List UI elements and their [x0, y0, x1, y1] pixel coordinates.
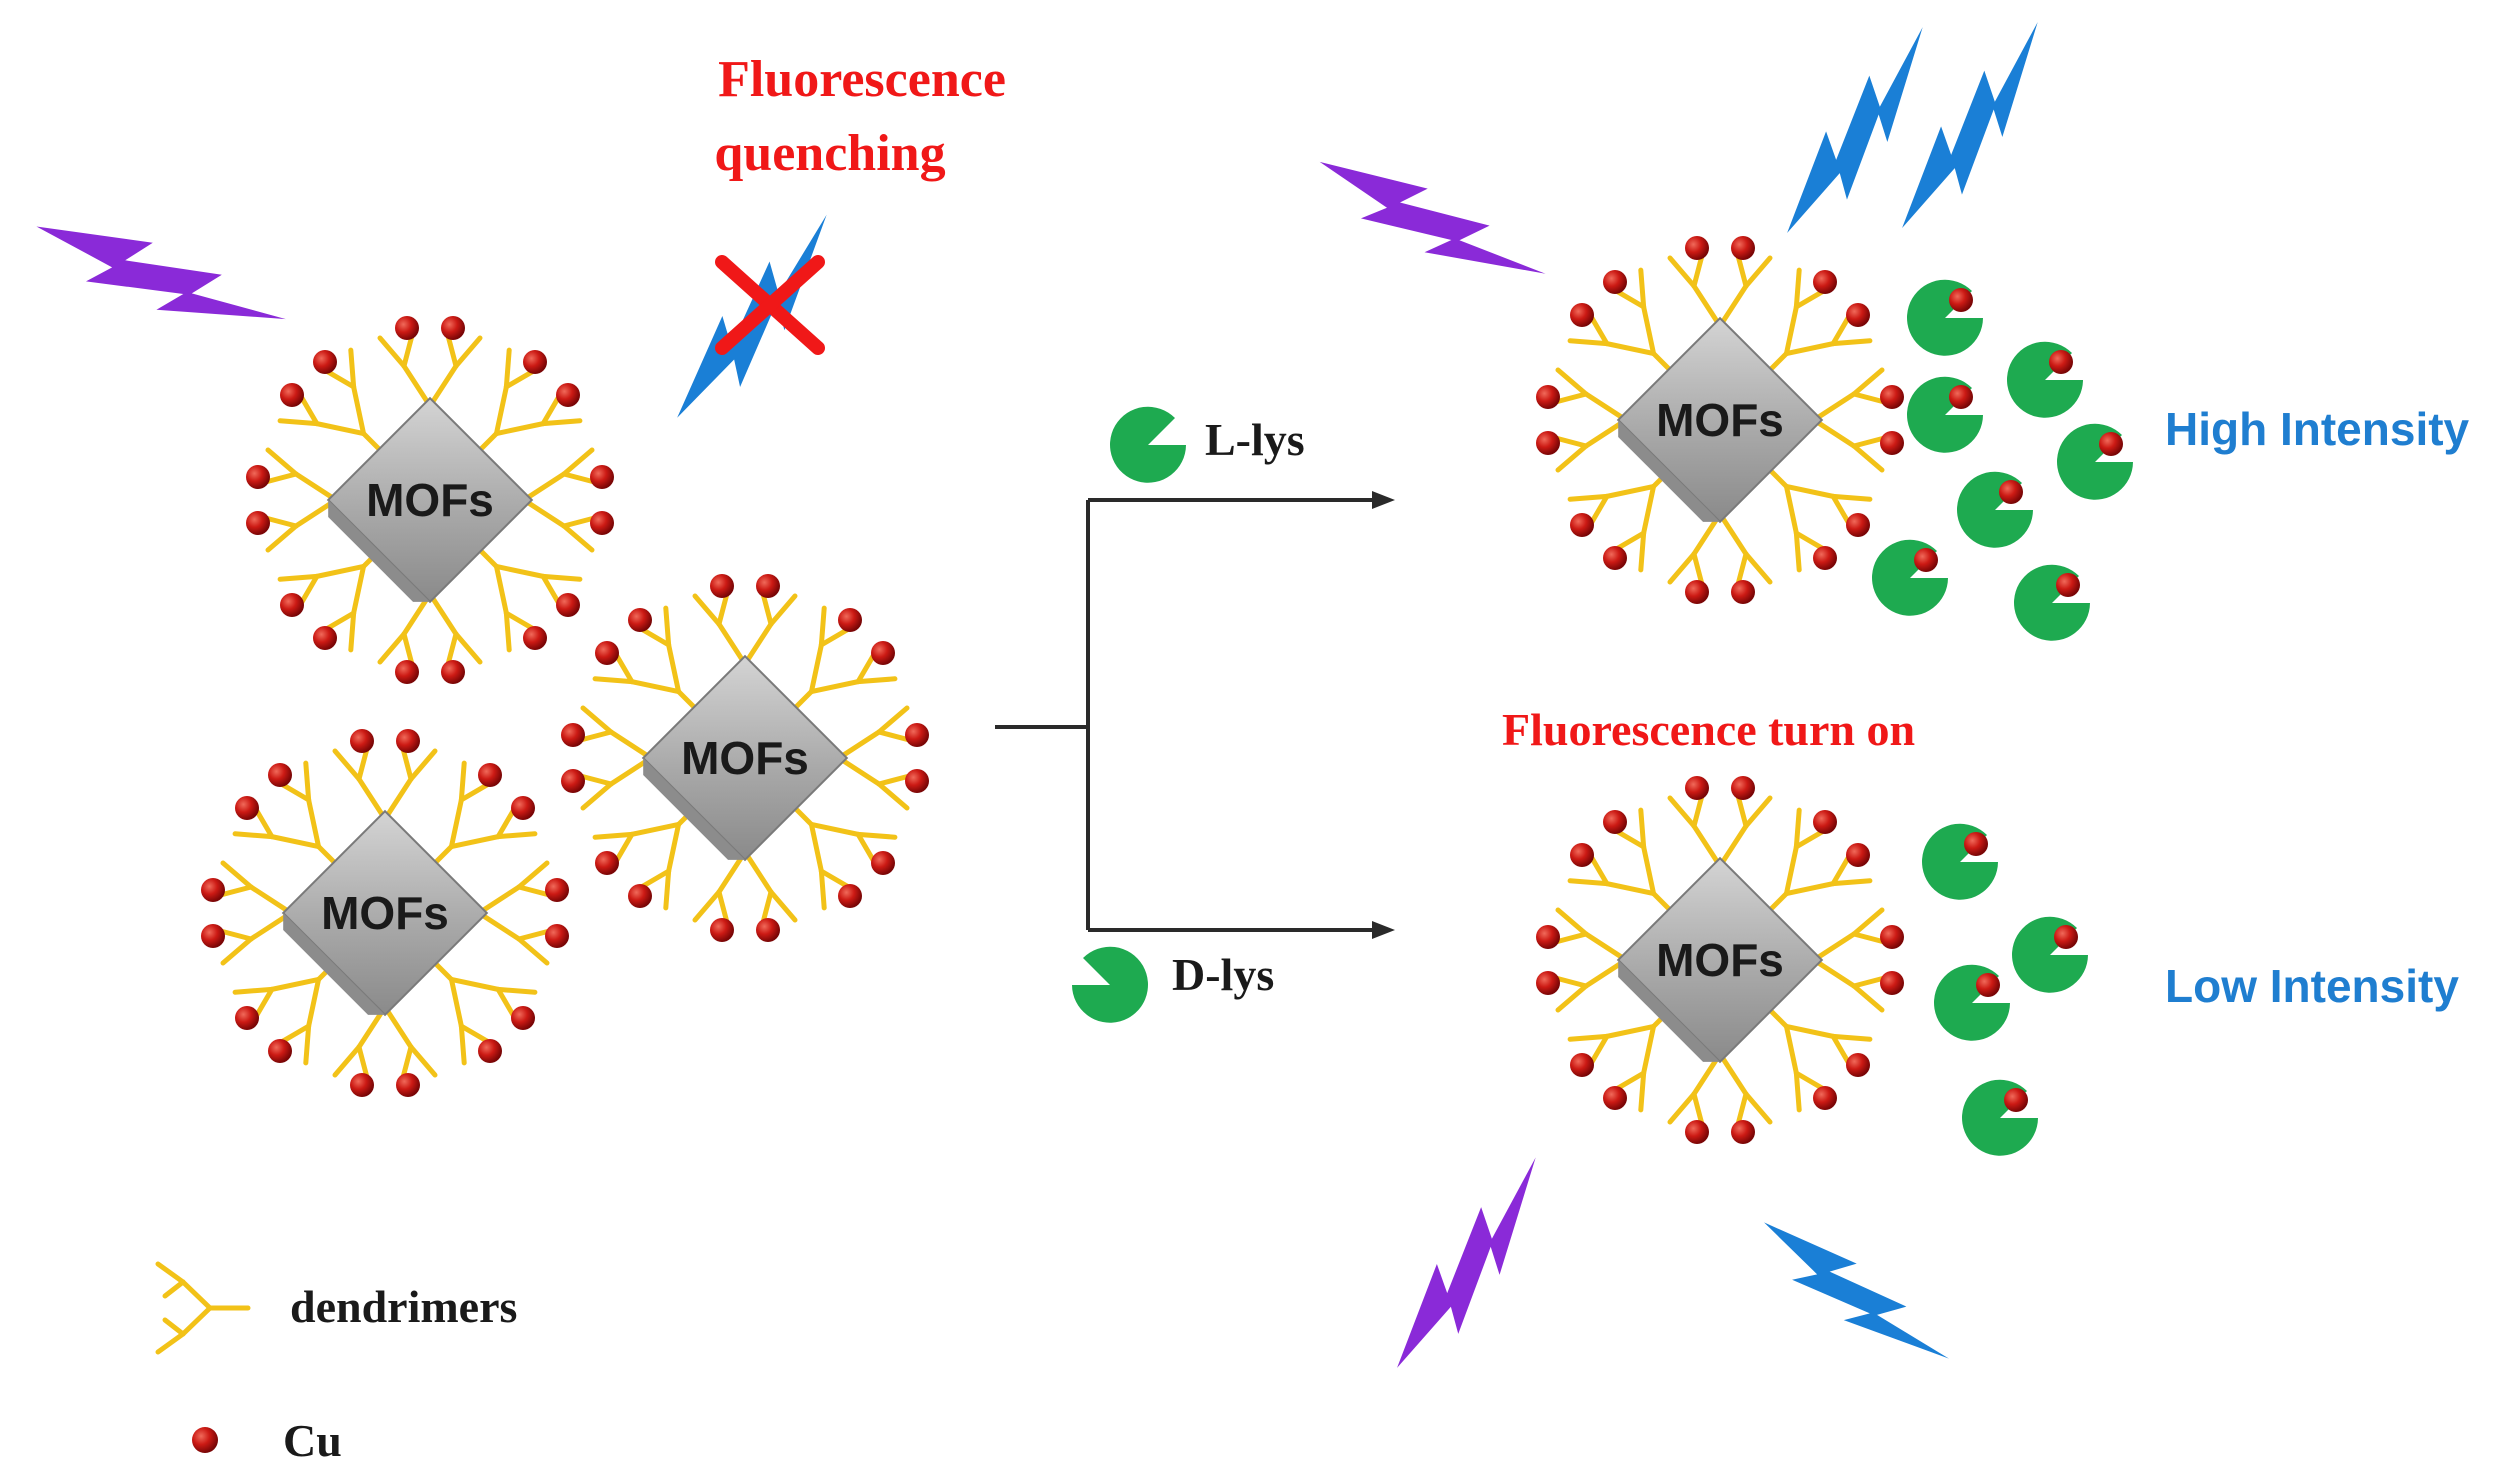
- lightning-blue-icon: [1765, 15, 1953, 251]
- mof-particle-high: MOFs: [1536, 236, 1904, 604]
- mof-particle-right-cluster: MOFs: [561, 574, 929, 942]
- lightning-purple-icon: [1374, 1146, 1567, 1386]
- dendrimer-icon: [155, 1261, 251, 1355]
- mof-label: MOFs: [321, 887, 449, 939]
- lightning-blue-icon: [1880, 10, 2068, 246]
- cu-dot-icon: [192, 1427, 218, 1453]
- d-lys-icon: [1072, 946, 1148, 1023]
- l-lys-icon: [1110, 406, 1186, 483]
- mof-particle-low: MOFs: [1536, 776, 1904, 1144]
- turn-on-title: Fluorescence turn on: [1502, 704, 1915, 755]
- legend-cu-label: Cu: [283, 1415, 342, 1466]
- lightning-purple-icon: [1305, 137, 1555, 308]
- cross-icon: [715, 255, 825, 355]
- l-lys-label: L-lys: [1205, 414, 1305, 465]
- arrowhead-lower: [1372, 921, 1395, 939]
- mof-label: MOFs: [366, 474, 494, 526]
- mof-label: MOFs: [681, 732, 809, 784]
- receptor-group-low: [1922, 823, 2088, 1156]
- lightning-purple-icon: [24, 200, 294, 357]
- receptor-group-high: [1872, 279, 2133, 641]
- d-lys-label: D-lys: [1172, 949, 1274, 1000]
- mof-label: MOFs: [1656, 934, 1784, 986]
- low-intensity-label: Low Intensity: [2165, 960, 2459, 1012]
- branch-arrow: [995, 498, 1375, 932]
- mof-particle-top-left: MOFs: [246, 316, 614, 684]
- quenching-title-line2: quenching: [714, 125, 945, 182]
- quenching-title-line1: Fluorescence: [718, 51, 1006, 108]
- mof-particle-bottom-left: MOFs: [201, 729, 569, 1097]
- arrowhead-upper: [1372, 491, 1395, 509]
- legend: dendrimers Cu: [155, 1261, 517, 1466]
- high-intensity-label: High Intensity: [2165, 403, 2470, 455]
- lightning-blue-icon: [1746, 1203, 1961, 1386]
- legend-dendrimers-label: dendrimers: [290, 1281, 517, 1332]
- mof-label: MOFs: [1656, 394, 1784, 446]
